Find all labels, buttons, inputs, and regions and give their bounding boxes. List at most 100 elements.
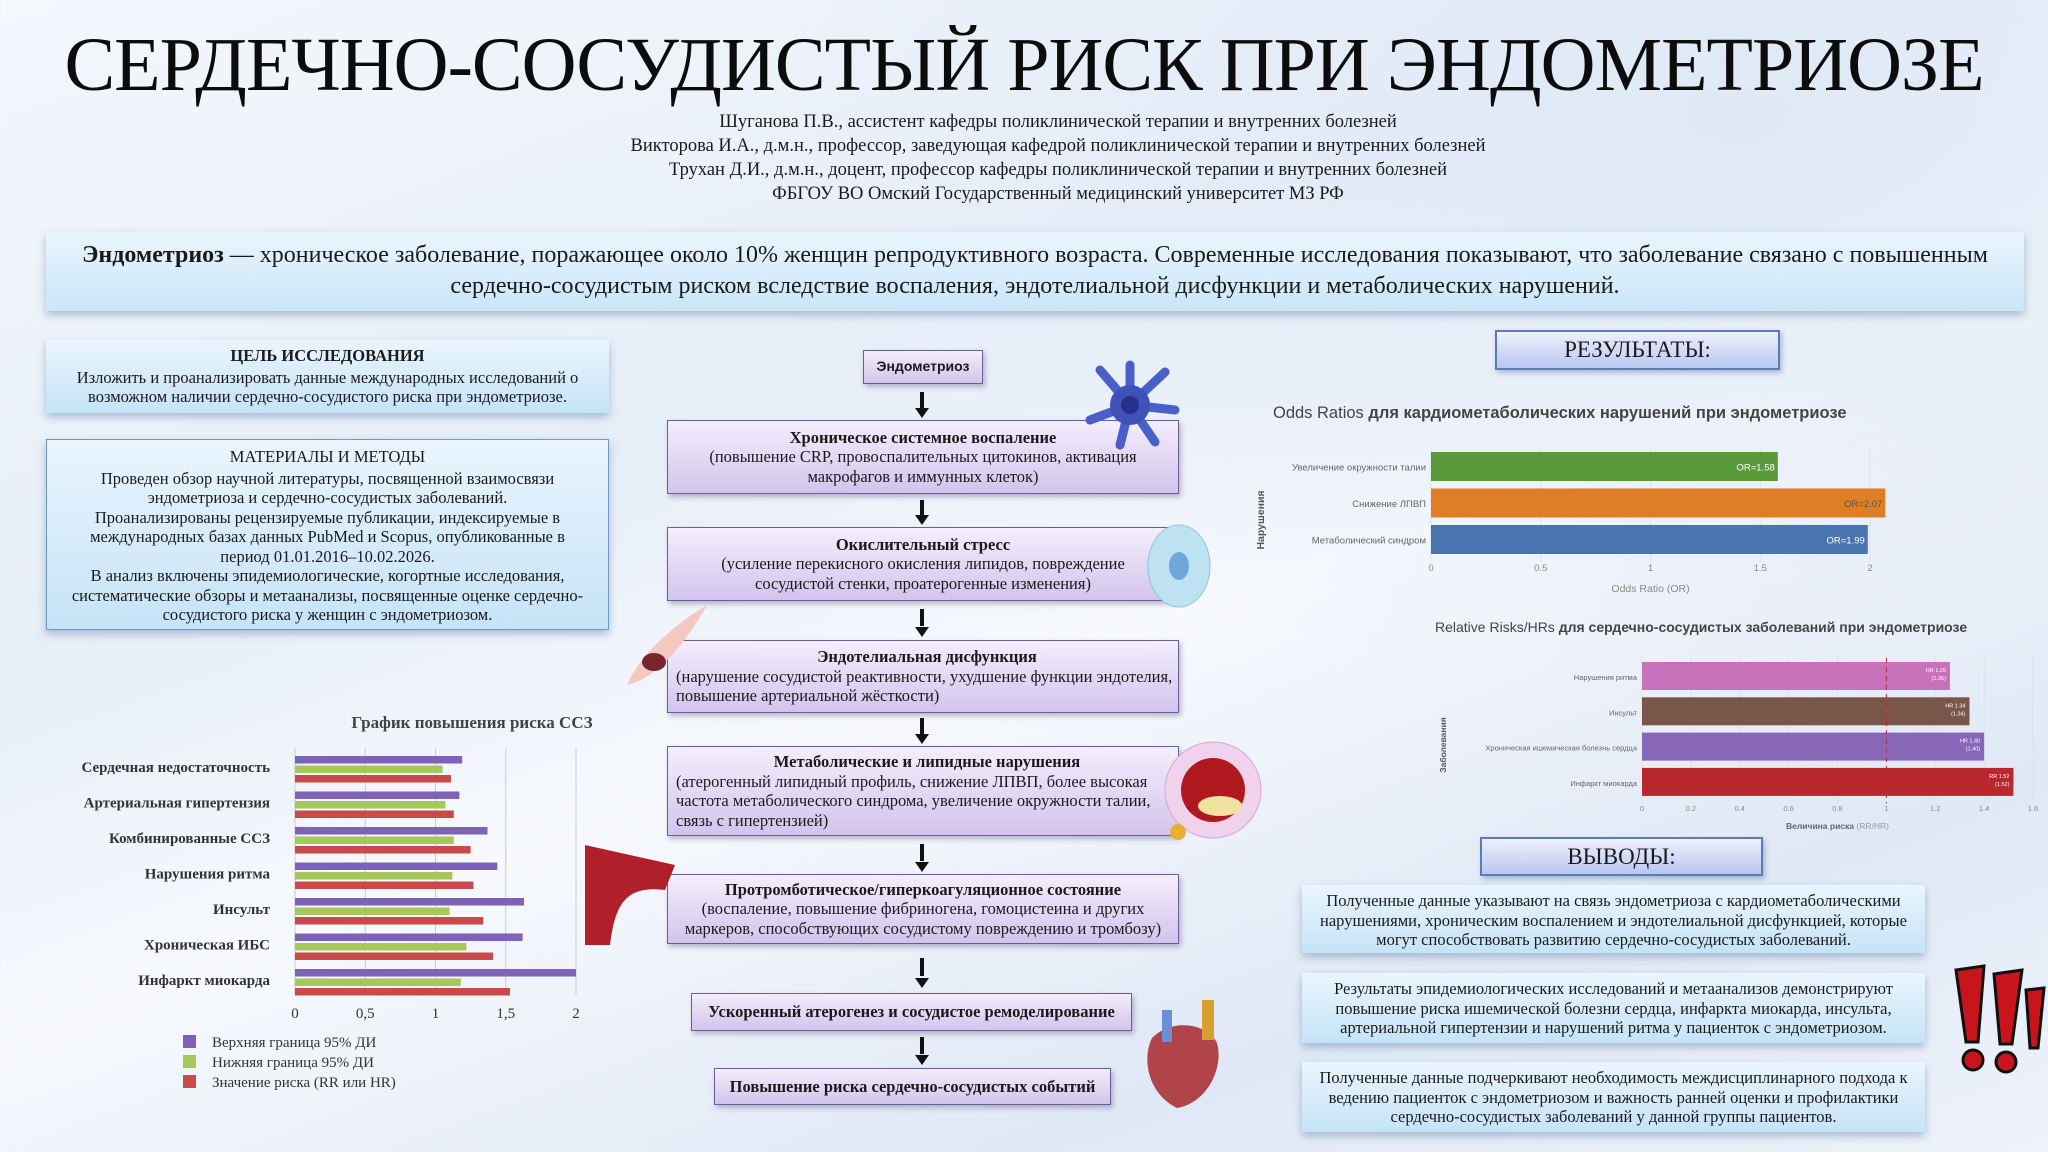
relative-risk-chart: Relative Risks/HRs для сердечно-сосудист… [1435, 619, 2038, 831]
methods-heading: МАТЕРИАЛЫ И МЕТОДЫ [229, 447, 426, 466]
conclusion-item: Результаты эпидемиологических исследован… [1302, 973, 1925, 1043]
arrow-down-icon [915, 958, 929, 988]
heart-icon [1147, 1000, 1219, 1108]
x-axis-label: Величина риска (RR/HR) [1786, 821, 1889, 831]
flow-step-title: Хроническое системное воспаление [789, 427, 1057, 447]
x-tick-label: 0 [291, 1006, 299, 1022]
conclusion-item: Полученные данные подчеркивают необходим… [1302, 1062, 1925, 1132]
x-axis-label: Odds Ratio (OR) [1611, 583, 1689, 595]
flow-step-endothelial: Эндотелиальная дисфункция(нарушение сосу… [667, 640, 1179, 713]
category-label: Инфаркт миокарда [138, 973, 270, 989]
conclusions-heading: ВЫВОДЫ: [1480, 837, 1763, 876]
flow-step-desc: (нарушение сосудистой реактивности, ухуд… [676, 666, 1173, 706]
flow-step-atherogenesis: Ускоренный атерогенез и сосудистое ремод… [691, 993, 1132, 1031]
results-heading: РЕЗУЛЬТАТЫ: [1495, 330, 1780, 370]
bar [295, 943, 467, 951]
x-tick-label: 0,5 [356, 1006, 375, 1022]
bar [295, 872, 453, 880]
flow-step-oxidative: Окислительный стресс(усиление перекисног… [667, 527, 1179, 601]
title-bold: для сердечно-сосудистых заболеваний при … [1559, 619, 1968, 635]
y-axis-label: Заболевания [1438, 717, 1448, 772]
bar [1642, 662, 1950, 690]
arrow-down-icon [915, 500, 929, 525]
category-label: Инсульт [1609, 708, 1638, 717]
bar [295, 791, 460, 799]
arrow-down-icon [915, 392, 929, 418]
category-label: Артериальная гипертензия [84, 796, 270, 812]
intro-box: Эндометриоз — хроническое заболевание, п… [46, 232, 2024, 311]
x-tick-label: 1.5 [1754, 563, 1767, 574]
data-label: HR 1.26 [1926, 668, 1946, 674]
bar [295, 765, 443, 773]
affiliation: ФБГОУ ВО Омский Государственный медицинс… [772, 184, 1344, 204]
flow-step-title: Эндотелиальная дисфункция [817, 647, 1037, 667]
cell-icon [1147, 524, 1211, 608]
bar [295, 827, 488, 835]
bar [295, 810, 454, 818]
chart-title: График повышения риска ССЗ [351, 713, 592, 732]
bar [295, 978, 461, 986]
intro-term: Эндометриоз [82, 242, 224, 268]
bar [1642, 767, 2014, 796]
x-tick-label: 0 [1640, 804, 1644, 813]
bar [1431, 452, 1778, 481]
bar [295, 933, 523, 941]
category-label: Нарушения ритма [1574, 673, 1638, 682]
arrow-down-icon [915, 844, 929, 872]
x-tick-label: 1,5 [496, 1006, 515, 1022]
intro-text: — хроническое заболевание, поражающее ок… [223, 242, 1988, 299]
bar [1642, 697, 1970, 726]
chart-title: Relative Risks/HRs для сердечно-сосудист… [1435, 619, 1967, 635]
category-label: Нарушения ритма [145, 867, 271, 883]
flow-step-title: Ускоренный атерогенез и сосудистое ремод… [708, 1002, 1115, 1022]
category-label: Сердечная недостаточность [81, 760, 270, 776]
x-tick-label: 0.2 [1686, 804, 1696, 813]
flow-step-title: Метаболические и липидные нарушения [773, 752, 1081, 771]
authors: Шуганова П.В., ассистент кафедры поликли… [0, 110, 2048, 206]
category-label: Хроническая ИБС [144, 938, 270, 954]
x-tick-label: 1 [1648, 563, 1653, 574]
goal-text: Изложить и проанализировать данные между… [76, 367, 579, 407]
x-tick-label: 1.6 [2028, 804, 2038, 813]
flow-step-desc: (воспаление, повышение фибриногена, гомо… [684, 899, 1162, 938]
methods-paragraph: Проведен обзор научной литературы, посвя… [100, 468, 555, 508]
bar [295, 881, 474, 889]
methods-paragraph: Проанализированы рецензируемые публикаци… [90, 507, 565, 566]
bar [295, 952, 494, 960]
bar [295, 756, 463, 764]
title-light: Odds Ratios [1273, 404, 1368, 422]
bar [295, 969, 576, 977]
bar [295, 917, 484, 925]
category-label: Инсульт [213, 902, 271, 918]
bar [295, 988, 510, 996]
title-bold: для кардиометаболических нарушений при э… [1368, 404, 1846, 422]
legend-label: Верхняя граница 95% ДИ [212, 1035, 377, 1051]
author-line: Шуганова П.В., ассистент кафедры поликли… [719, 112, 1397, 132]
odds-ratio-chart: Odds Ratios для кардиометаболических нар… [1255, 404, 1886, 595]
artery-plaque-icon [1164, 741, 1262, 840]
exclamation-icon [1954, 964, 2046, 1074]
blood-vessel-icon [585, 845, 675, 945]
x-tick-label: 1.2 [1930, 804, 1940, 813]
bar [295, 898, 525, 906]
bar [295, 836, 454, 844]
flow-step-metabolic: Метаболические и липидные нарушения(атер… [667, 746, 1179, 836]
x-tick-label: 0.4 [1735, 804, 1745, 813]
endothelial-cell-icon [627, 605, 707, 685]
data-label: OR=1.99 [1827, 536, 1865, 547]
x-tick-label: 2 [1867, 563, 1872, 574]
category-label: Метаболический синдром [1312, 536, 1426, 547]
arrow-down-icon [915, 718, 929, 744]
x-tick-label: 1.4 [1979, 804, 1989, 813]
flow-step-desc: (атерогенный липидный профиль, снижение … [676, 771, 1151, 830]
bar [1642, 732, 1985, 761]
arrow-down-icon [915, 1037, 929, 1065]
goal-box: ЦЕЛЬ ИССЛЕДОВАНИЯ Изложить и проанализир… [46, 340, 609, 413]
category-label: Увеличение окружности талии [1292, 463, 1426, 474]
chart-title: Odds Ratios для кардиометаболических нар… [1273, 404, 1847, 422]
data-label: HR 1.34 [1945, 703, 1965, 709]
author-line: Викторова И.А., д.м.н., профессор, завед… [630, 136, 1486, 156]
title-light: Relative Risks/HRs [1435, 619, 1559, 635]
flow-step-desc: (повышение CRP, провоспалительных цитоки… [709, 447, 1137, 486]
